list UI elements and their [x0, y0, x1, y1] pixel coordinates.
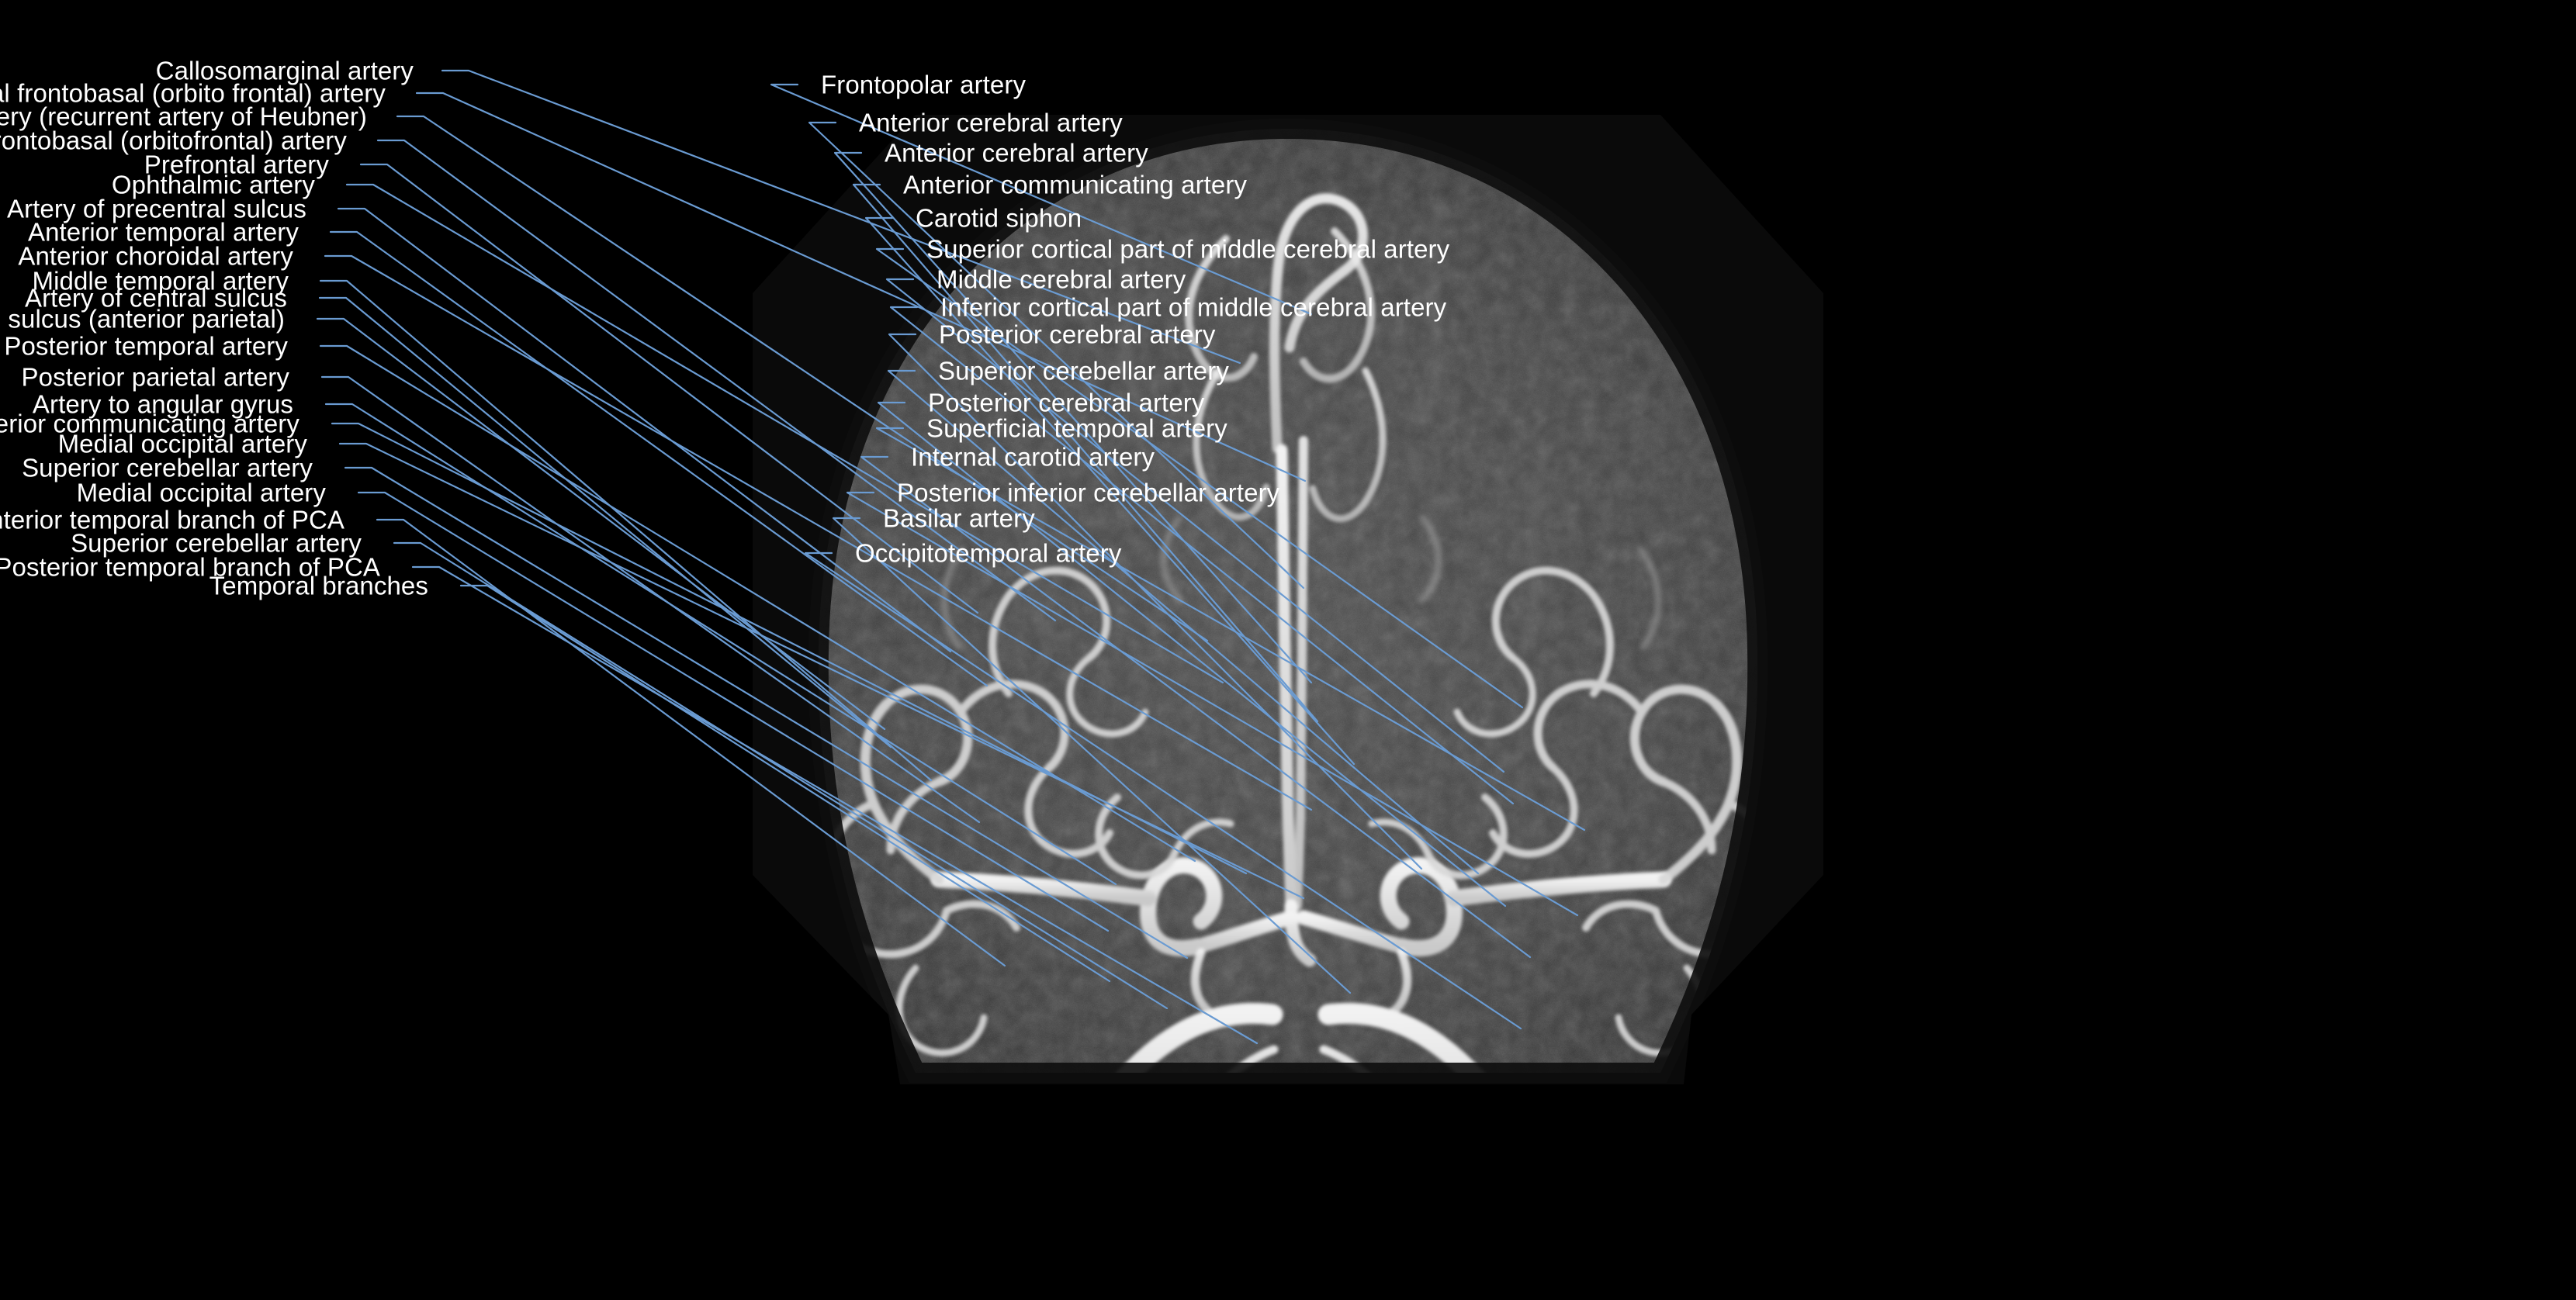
label-medial-occipital-artery-1: Medial occipital artery	[57, 429, 307, 458]
label-posterior-temporal-branch-of-pca: Posterior temporal branch of PCA	[0, 552, 380, 582]
label-artery-to-angular-gyrus: Artery to angular gyrus	[32, 389, 293, 419]
label-medial-frontobasal-artery: Medial frontobasal (orbito frontal) arte…	[0, 78, 386, 108]
mra-scan-image	[683, 115, 1893, 1201]
label-superior-cortical-part-of-mca: Superior cortical part of middle cerebra…	[926, 234, 1450, 264]
label-anterior-cerebral-artery-1: Anterior cerebral artery	[859, 108, 1123, 137]
label-superior-cerebellar-artery-right: Superior cerebellar artery	[938, 356, 1229, 386]
label-anterior-temporal-branch-of-pca: Anterior temporal branch of PCA	[0, 505, 345, 534]
label-callosomarginal-artery: Callosomarginal artery	[155, 56, 414, 85]
label-carotid-siphon: Carotid siphon	[916, 203, 1082, 233]
label-anterior-communicating-artery: Anterior communicating artery	[903, 170, 1248, 199]
label-ophthalmic-artery: Ophthalmic artery	[111, 170, 315, 199]
label-artery-of-precentral-sulcus: Artery of precentral sulcus	[6, 194, 306, 223]
label-anterior-choroidal-artery: Anterior choroidal artery	[18, 241, 293, 271]
label-superior-cerebellar-artery-left-2: Superior cerebellar artery	[71, 528, 362, 558]
label-frontopolar-artery: Frontopolar artery	[821, 70, 1027, 99]
label-long-medial-striate-artery: Long medial striate artery (recurrent ar…	[0, 102, 367, 131]
label-anterior-temporal-artery: Anterior temporal artery	[27, 217, 299, 247]
mra-scan-svg	[753, 115, 1823, 1084]
label-posterior-communicating-artery: Posterior communicating artery	[0, 409, 299, 438]
label-internal-carotid-artery: Internal carotid artery	[911, 442, 1155, 472]
label-posterior-cerebral-artery-1: Posterior cerebral artery	[939, 320, 1216, 349]
label-middle-cerebral-artery: Middle cerebral artery	[937, 264, 1186, 294]
label-occipitotemporal-artery: Occipitotemporal artery	[855, 538, 1122, 568]
label-middle-temporal-artery: Middle temporal artery	[32, 266, 289, 296]
label-artery-of-postcentral-sulcus: Artery of postcentral sulcus (anterior p…	[0, 304, 285, 334]
label-superficial-temporal-artery: Superficial temporal artery	[926, 413, 1227, 443]
label-posterior-parietal-artery: Posterior parietal artery	[21, 362, 289, 392]
label-basilar-artery: Basilar artery	[883, 503, 1035, 533]
label-posterior-cerebral-artery-2: Posterior cerebral artery	[928, 388, 1205, 417]
label-anterior-cerebral-artery-2: Anterior cerebral artery	[885, 138, 1148, 168]
label-prefrontal-artery: Prefrontal artery	[144, 150, 329, 179]
label-temporal-branches: Temporal branches	[209, 571, 428, 600]
label-artery-of-central-sulcus: Artery of central sulcus	[24, 283, 287, 313]
label-inferior-cortical-part-of-mca: Inferior cortical part of middle cerebra…	[940, 292, 1447, 322]
label-posterior-temporal-artery: Posterior temporal artery	[4, 331, 288, 361]
label-posterior-inferior-cerebellar-artery: Posterior inferior cerebellar artery	[897, 478, 1280, 507]
label-medial-occipital-artery-2: Medial occipital artery	[76, 478, 326, 507]
label-lateral-frontobasal-artery: Lateral frontobasal (orbitofrontal) arte…	[0, 126, 347, 155]
label-superior-cerebellar-artery-left-1: Superior cerebellar artery	[22, 453, 313, 482]
